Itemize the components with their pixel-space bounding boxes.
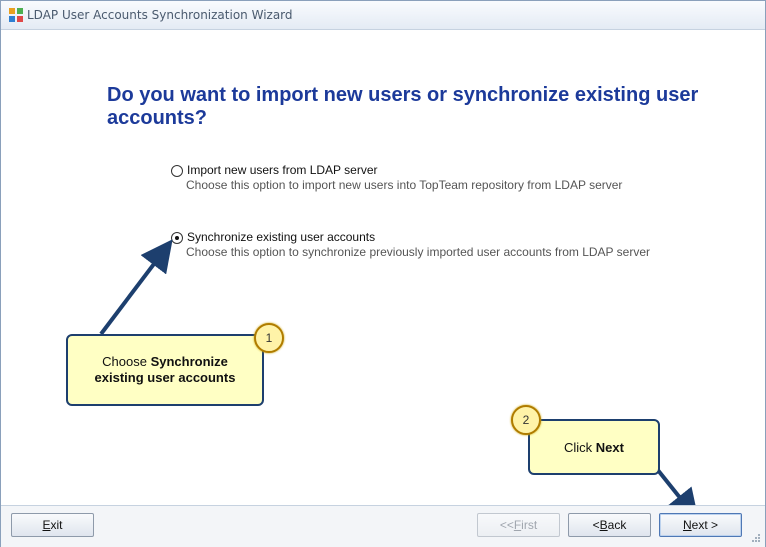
next-accesskey: N	[682, 518, 692, 532]
first-accesskey: F	[513, 518, 522, 532]
radio-synchronize-existing[interactable]	[171, 232, 183, 244]
back-rest: ack	[607, 518, 627, 532]
arrow-to-synchronize-option	[99, 239, 173, 336]
option-synchronize-description: Choose this option to synchronize previo…	[186, 245, 650, 259]
radio-import-new-users[interactable]	[171, 165, 183, 177]
resize-grip-icon[interactable]	[751, 533, 761, 543]
first-rest: irst	[521, 518, 538, 532]
option-import-label: Import new users from LDAP server	[187, 163, 378, 177]
page-heading: Do you want to import new users or synch…	[107, 84, 699, 129]
back-accesskey: B	[599, 518, 608, 532]
window-title: LDAP User Accounts Synchronization Wizar…	[27, 8, 293, 22]
back-prefix: <	[592, 518, 600, 532]
callout-choose-synchronize: Choose Synchronize existing user account…	[66, 334, 264, 406]
title-bar: LDAP User Accounts Synchronization Wizar…	[1, 1, 765, 30]
callout-1-plain: Choose	[102, 354, 151, 369]
next-rest: ext >	[691, 518, 719, 532]
exit-accesskey: E	[42, 518, 51, 532]
callout-2-bold: Next	[595, 439, 624, 455]
radio-selected-dot	[175, 236, 179, 240]
first-prefix: <<	[499, 518, 514, 532]
step-badge-2: 2	[511, 405, 541, 435]
app-icon	[9, 8, 23, 22]
option-synchronize-label: Synchronize existing user accounts	[187, 230, 376, 244]
callout-click-next: Click Next	[528, 419, 660, 475]
callout-2-plain: Click	[564, 439, 596, 455]
arrow-to-next-button	[655, 467, 699, 522]
option-import-description: Choose this option to import new users i…	[186, 178, 623, 192]
exit-rest: xit	[50, 518, 63, 532]
callout-1-bold: Synchronize existing user accounts	[94, 354, 236, 385]
step-badge-1: 1	[254, 323, 284, 353]
